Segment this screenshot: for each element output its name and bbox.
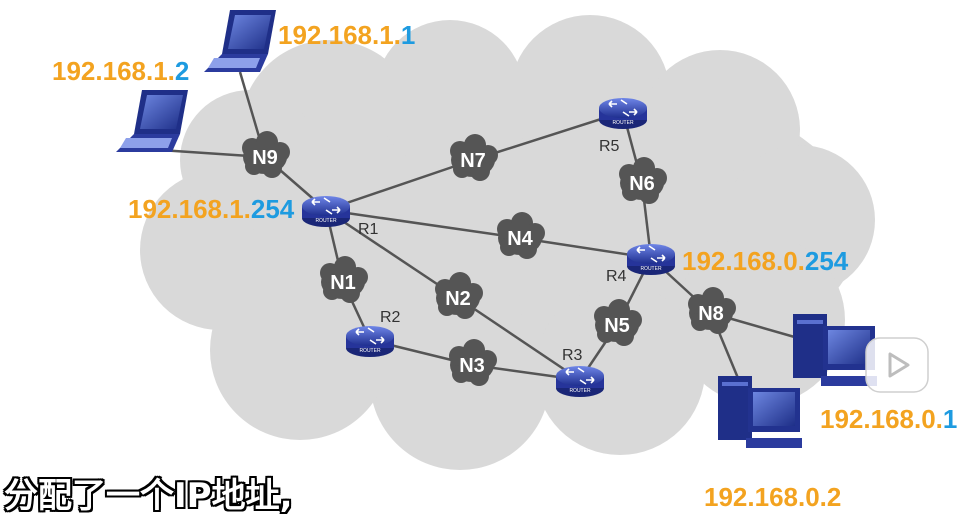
ip-host: 254 bbox=[251, 194, 295, 224]
net-n4: N4 bbox=[497, 212, 545, 259]
ip-net: 192.168.0. bbox=[820, 404, 943, 434]
ip-net: 192.168.1. bbox=[278, 20, 401, 50]
ip-host: 2 bbox=[827, 482, 841, 512]
desktop-pc-icon bbox=[793, 314, 877, 386]
net-n3: N3 bbox=[449, 339, 497, 386]
router-badge: ROUTER bbox=[569, 388, 591, 394]
router-label-r3: R3 bbox=[562, 347, 583, 364]
ip-net: 192.168.1. bbox=[52, 56, 175, 86]
net-n1: N1 bbox=[320, 256, 368, 303]
ip-net: 192.168.0. bbox=[704, 482, 827, 512]
router-r2: ROUTER bbox=[346, 326, 394, 357]
net-label-n7: N7 bbox=[460, 150, 486, 172]
ip-pc1: 192.168.0.1 bbox=[820, 404, 957, 434]
net-label-n3: N3 bbox=[459, 355, 485, 377]
ip-host: 1 bbox=[401, 20, 415, 50]
router-label-r2: R2 bbox=[380, 309, 401, 326]
router-r3: ROUTER bbox=[556, 366, 604, 397]
router-badge: ROUTER bbox=[612, 120, 634, 126]
net-label-n6: N6 bbox=[629, 173, 655, 195]
router-r5: ROUTER bbox=[599, 98, 647, 129]
ip-net: 192.168.0. bbox=[682, 246, 805, 276]
net-label-n9: N9 bbox=[252, 147, 278, 169]
ip-pc2: 192.168.0.2 bbox=[704, 482, 841, 512]
router-badge: ROUTER bbox=[359, 348, 381, 354]
net-n7: N7 bbox=[450, 134, 498, 181]
net-n6: N6 bbox=[619, 157, 667, 204]
net-label-n4: N4 bbox=[507, 228, 533, 250]
router-label-r5: R5 bbox=[599, 138, 620, 155]
net-n2: N2 bbox=[435, 272, 483, 319]
ip-host: 1 bbox=[943, 404, 957, 434]
ip-laptop1: 192.168.1.1 bbox=[278, 20, 415, 50]
desktop-pc-icon bbox=[718, 376, 802, 448]
ip-r1: 192.168.1.254 bbox=[128, 194, 295, 224]
net-label-n1: N1 bbox=[330, 272, 356, 294]
video-subtitle: 分配了一个IP地址, bbox=[4, 476, 293, 516]
ip-r4: 192.168.0.254 bbox=[682, 246, 849, 276]
laptop-icon bbox=[116, 90, 188, 152]
ip-host: 254 bbox=[805, 246, 849, 276]
router-badge: ROUTER bbox=[640, 266, 662, 272]
ip-host: 2 bbox=[175, 56, 189, 86]
net-n5: N5 bbox=[594, 299, 642, 346]
ip-net: 192.168.1. bbox=[128, 194, 251, 224]
net-n8: N8 bbox=[688, 287, 736, 334]
router-r1: ROUTER bbox=[302, 196, 350, 227]
router-badge: ROUTER bbox=[315, 218, 337, 224]
router-label-r4: R4 bbox=[606, 268, 627, 285]
ip-laptop2: 192.168.1.2 bbox=[52, 56, 189, 86]
net-label-n2: N2 bbox=[445, 288, 471, 310]
net-label-n8: N8 bbox=[698, 303, 724, 325]
net-label-n5: N5 bbox=[604, 315, 630, 337]
router-label-r1: R1 bbox=[358, 221, 379, 238]
net-n9: N9 bbox=[242, 131, 290, 178]
play-icon[interactable] bbox=[865, 337, 929, 393]
router-r4: ROUTER bbox=[627, 244, 675, 275]
laptop-icon bbox=[204, 10, 276, 72]
